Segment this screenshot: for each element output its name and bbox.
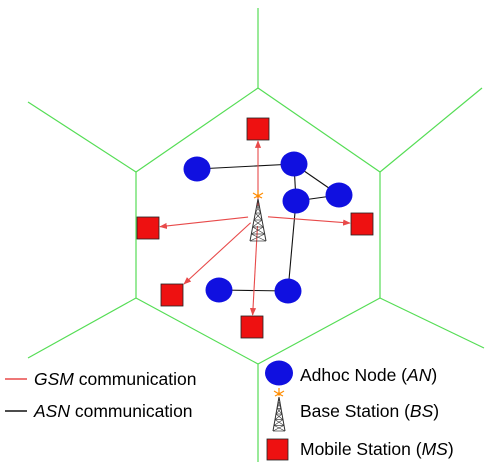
- gsm-link: [159, 216, 249, 230]
- adhoc-node: [205, 277, 233, 303]
- adhoc-node-swatch: [265, 360, 293, 386]
- gsm-link: [267, 216, 351, 226]
- asn-link: [287, 200, 297, 292]
- mobile-station: [136, 216, 160, 240]
- legend-mobile-label: Mobile Station (MS): [300, 439, 454, 459]
- cell-border-segment: [27, 297, 137, 359]
- adhoc-node: [282, 188, 310, 214]
- legend-base-label: Base Station (BS): [300, 401, 439, 421]
- legend-asn-entry: ASN communication: [5, 401, 193, 421]
- mobile-station: [246, 117, 270, 141]
- cell-border-segment: [379, 87, 483, 173]
- legend-gsm-label: GSM communication: [34, 369, 196, 389]
- network-nodes: [136, 117, 374, 339]
- adhoc-node: [274, 278, 302, 304]
- adhoc-node: [280, 151, 308, 177]
- adhoc-node: [183, 156, 211, 182]
- base-station-tower-icon: [249, 190, 267, 242]
- cell-border-segment: [257, 87, 381, 173]
- cell-border-segment: [135, 297, 259, 365]
- legend-adhoc-entry: Adhoc Node (AN): [265, 360, 437, 386]
- legend: GSM communication ASN communication Adho…: [5, 360, 454, 461]
- legend-mobile-entry: Mobile Station (MS): [266, 438, 454, 461]
- mobile-station: [160, 283, 184, 307]
- asn-link: [196, 163, 295, 170]
- cell-boundaries: [27, 8, 485, 462]
- gsm-link: [183, 222, 252, 285]
- mobile-station-swatch: [266, 438, 289, 461]
- mobile-station: [240, 315, 264, 339]
- adhoc-node: [325, 182, 353, 208]
- mobile-station: [350, 212, 374, 236]
- legend-adhoc-label: Adhoc Node (AN): [300, 365, 437, 385]
- base-station-swatch-icon: [272, 388, 286, 432]
- base-station-legend-tower-icon: [272, 388, 286, 432]
- legend-base-entry: Base Station (BS): [272, 388, 439, 432]
- legend-asn-label: ASN communication: [33, 401, 193, 421]
- cell-border-segment: [27, 101, 137, 173]
- cell-border-segment: [257, 297, 381, 365]
- legend-gsm-entry: GSM communication: [5, 369, 196, 389]
- cell-border-segment: [135, 87, 259, 173]
- cell-border-segment: [379, 297, 485, 349]
